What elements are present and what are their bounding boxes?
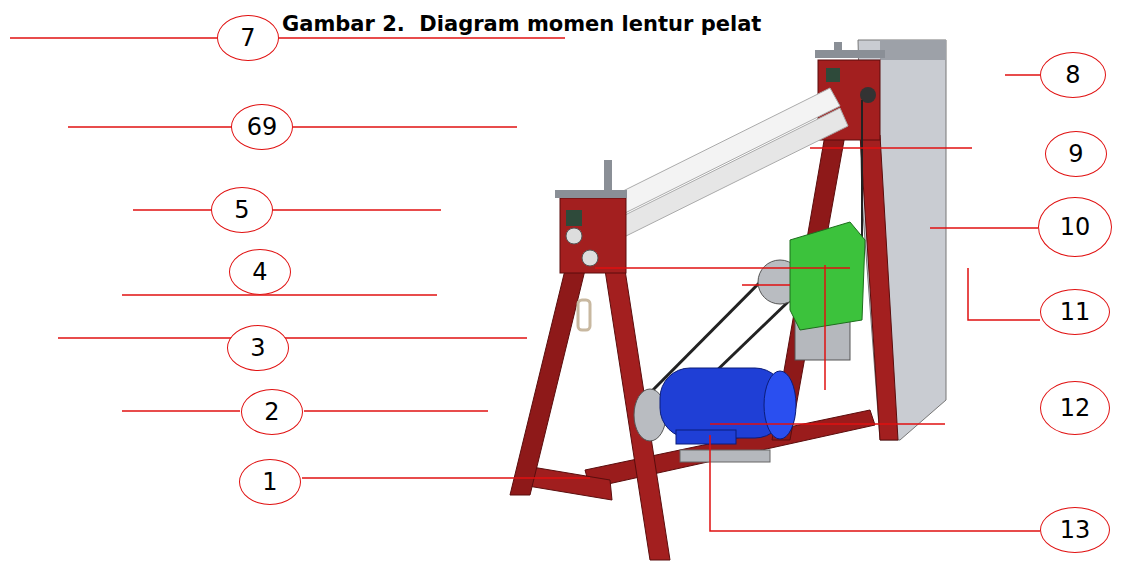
frame-leg xyxy=(860,135,898,440)
callout-circle: 5 xyxy=(211,187,273,233)
callout-circle: 12 xyxy=(1040,381,1110,435)
gearbox xyxy=(790,222,865,330)
callout-number: 10 xyxy=(1060,215,1091,239)
callout-circle: 10 xyxy=(1038,197,1112,257)
callout-circle: 8 xyxy=(1040,52,1106,98)
handle xyxy=(578,300,590,330)
callout-number: 9 xyxy=(1068,142,1083,166)
callout-circle: 9 xyxy=(1045,131,1107,177)
bottom-roller xyxy=(615,108,848,238)
chain-cover xyxy=(858,40,946,440)
motor-plate xyxy=(680,450,770,462)
callout-circle: 13 xyxy=(1040,507,1110,553)
callout-circle: 69 xyxy=(231,104,293,150)
bearing xyxy=(566,210,582,226)
callout-circle: 11 xyxy=(1040,289,1110,335)
callout-number: 3 xyxy=(250,336,265,360)
callout-number: 1 xyxy=(262,470,277,494)
callout-number: 4 xyxy=(252,260,267,284)
callout-number: 2 xyxy=(264,400,279,424)
adjust-screw xyxy=(604,160,612,192)
callout-number: 5 xyxy=(234,198,249,222)
callout-circle: 4 xyxy=(229,249,291,295)
leader-lines xyxy=(10,38,1040,531)
callout-circle: 7 xyxy=(217,15,279,61)
callout-circle: 2 xyxy=(241,389,303,435)
frame-head xyxy=(560,198,626,273)
callout-number: 7 xyxy=(240,26,255,50)
adjust-screw xyxy=(834,42,842,52)
bearing xyxy=(826,68,840,82)
frame-leg xyxy=(510,270,585,495)
callout-number: 69 xyxy=(247,115,278,139)
motor-fan xyxy=(764,371,796,439)
callout-number: 11 xyxy=(1060,300,1091,324)
cover-top xyxy=(880,40,946,60)
callout-number: 12 xyxy=(1060,396,1091,420)
motor-foot xyxy=(676,430,736,444)
roller-end xyxy=(582,250,598,266)
top-roller xyxy=(605,88,840,218)
callout-number: 8 xyxy=(1065,63,1080,87)
adjust-bar xyxy=(555,190,627,198)
callout-number: 13 xyxy=(1060,518,1091,542)
adjust-bar xyxy=(815,50,885,58)
callout-circle: 1 xyxy=(239,459,301,505)
roller-end xyxy=(566,228,582,244)
figure-title: Gambar 2. Diagram momen lentur pelat xyxy=(282,12,761,36)
callout-circle: 3 xyxy=(227,325,289,371)
